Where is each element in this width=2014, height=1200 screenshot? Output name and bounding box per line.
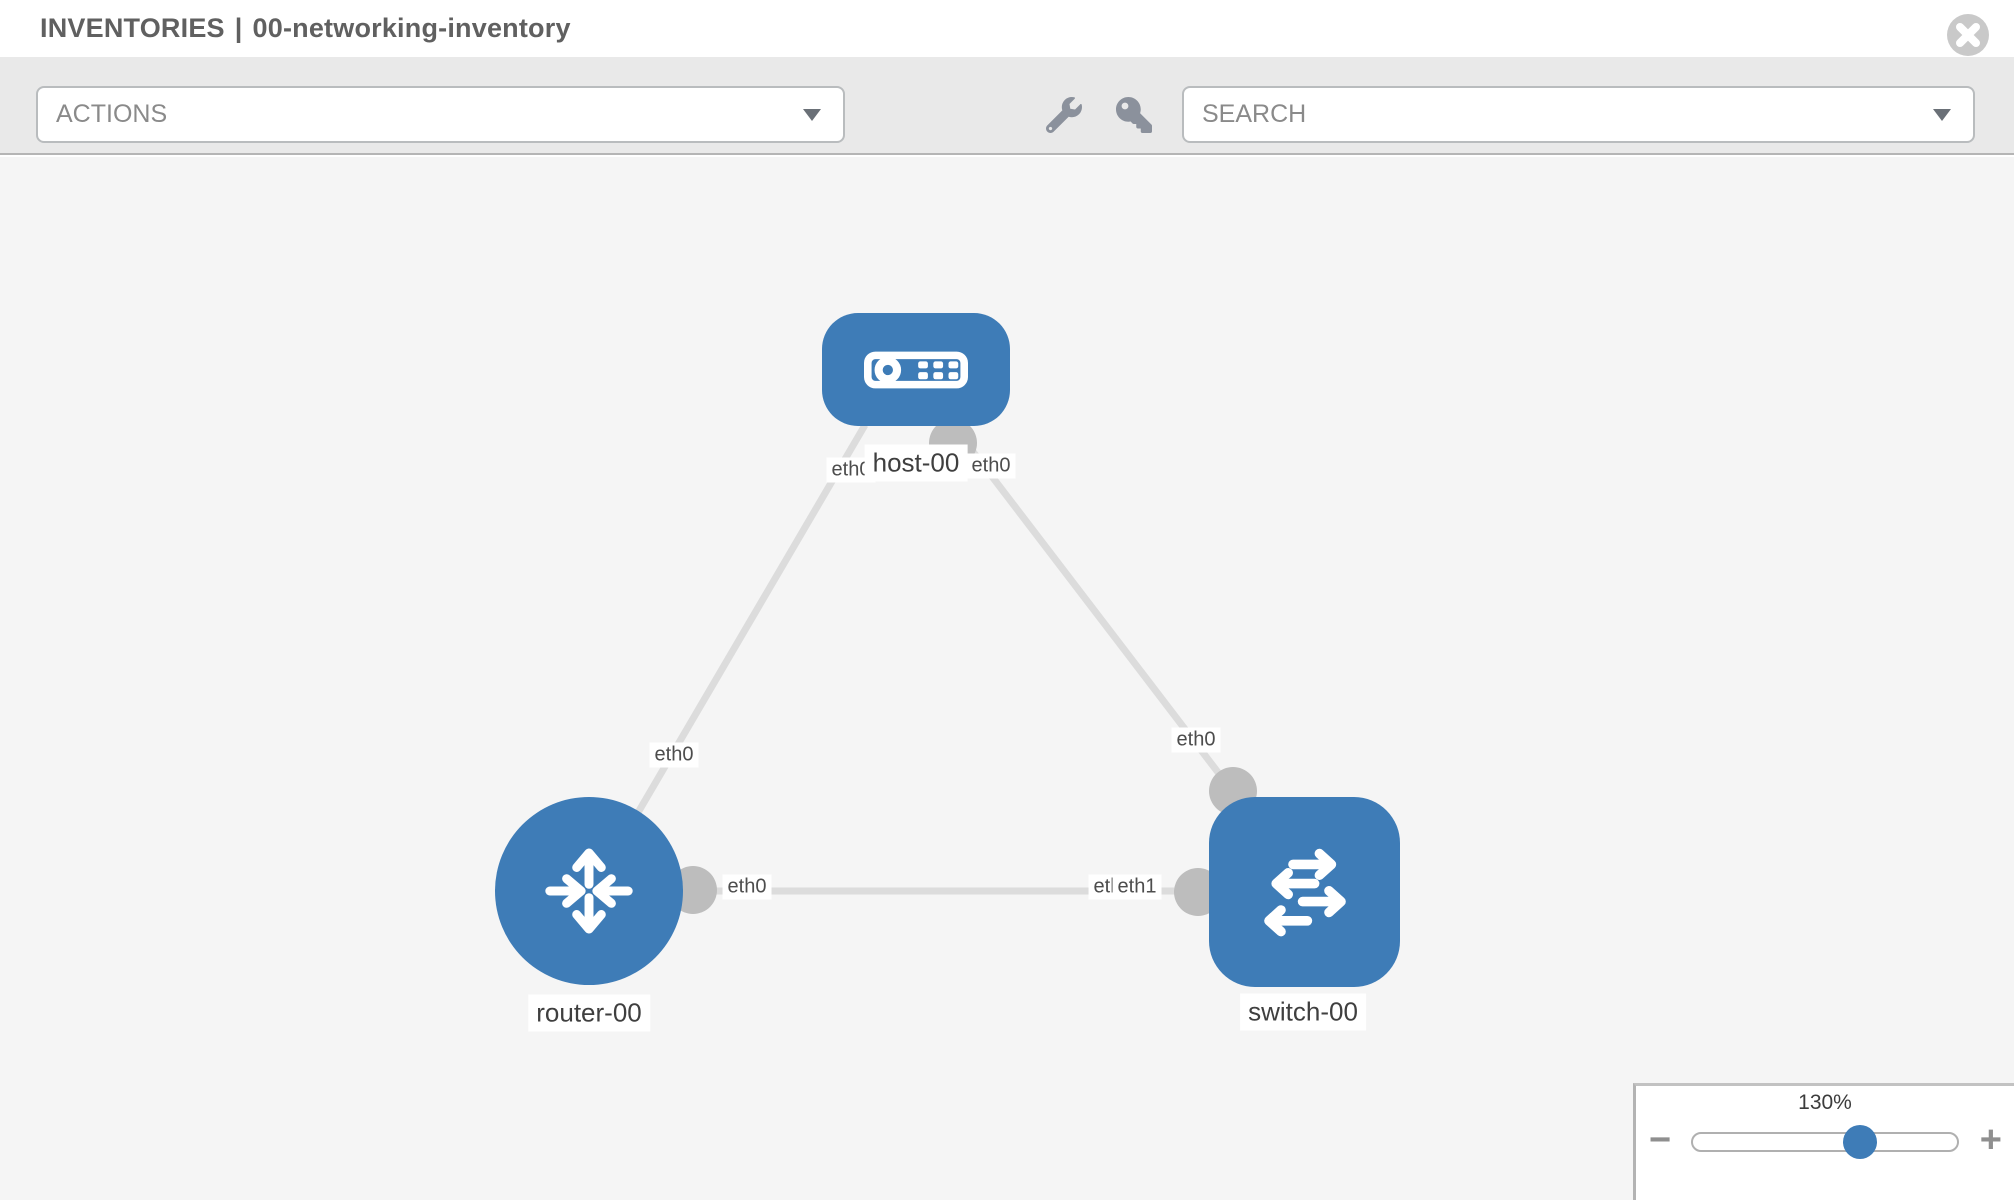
interface-label: eth1 xyxy=(1112,874,1162,900)
toolbar-tools xyxy=(1046,86,1152,143)
actions-dropdown-label: ACTIONS xyxy=(56,100,168,128)
interface-label: eth0 xyxy=(1171,727,1221,753)
header: INVENTORIES | 00-networking-inventory xyxy=(0,0,2014,57)
node-switch-00[interactable] xyxy=(1209,797,1400,987)
topology-canvas[interactable]: host-00 router-00 switch-00 eth0 eth0 et… xyxy=(0,157,2014,1200)
link-layer xyxy=(632,419,1257,916)
close-button[interactable] xyxy=(1946,13,1990,57)
key-icon[interactable] xyxy=(1116,96,1152,133)
node-label-host-00: host-00 xyxy=(864,444,968,482)
zoom-level: 130% xyxy=(1798,1091,1852,1114)
chevron-down-icon xyxy=(803,109,821,121)
zoom-slider-track[interactable] xyxy=(1691,1125,1959,1159)
node-label-switch-00: switch-00 xyxy=(1240,993,1366,1031)
node-label-router-00: router-00 xyxy=(528,994,650,1032)
breadcrumb-section: INVENTORIES xyxy=(40,13,225,43)
server-icon xyxy=(864,351,968,388)
search-dropdown-label: SEARCH xyxy=(1202,100,1307,128)
interface-label: eth0 xyxy=(966,453,1016,479)
breadcrumb-separator: | xyxy=(234,13,243,43)
zoom-panel: 130% − + xyxy=(1633,1083,2014,1200)
router-arrows-icon xyxy=(545,848,633,934)
breadcrumb-inventory-name: 00-networking-inventory xyxy=(252,13,571,43)
x-circle-icon xyxy=(1947,14,1989,56)
search-dropdown[interactable]: SEARCH xyxy=(1182,86,1975,143)
interface-label: eth0 xyxy=(722,874,772,900)
zoom-slider-thumb[interactable] xyxy=(1843,1125,1877,1159)
toolbar: ACTIONS SEARCH xyxy=(0,57,2014,155)
node-host-00[interactable] xyxy=(822,313,1010,426)
page-title: INVENTORIES | 00-networking-inventory xyxy=(40,0,571,57)
interface-label: eth0 xyxy=(649,742,699,768)
wrench-icon[interactable] xyxy=(1046,96,1082,133)
switch-arrows-icon xyxy=(1263,848,1346,937)
chevron-down-icon xyxy=(1933,109,1951,121)
node-router-00[interactable] xyxy=(495,797,683,985)
actions-dropdown[interactable]: ACTIONS xyxy=(36,86,845,143)
